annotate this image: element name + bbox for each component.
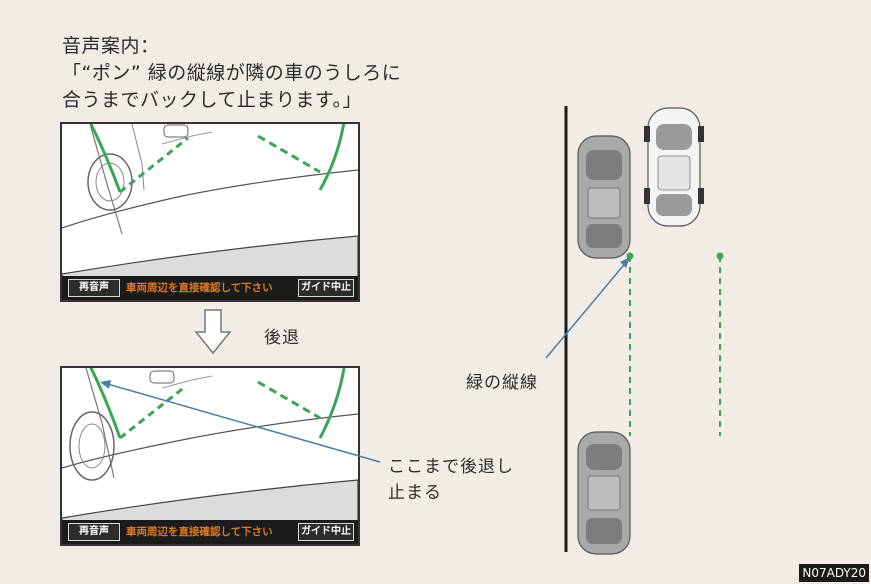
- replay-voice-button[interactable]: 再音声: [68, 279, 120, 297]
- parked-car-front-icon: [577, 135, 631, 259]
- camera-screen-before: 再音声 車両周辺を直接確認して下さい ガイド中止: [60, 122, 360, 302]
- camera-screen-after: 再音声 車両周辺を直接確認して下さい ガイド中止: [60, 366, 360, 546]
- green-line-label: 緑の縦線: [466, 373, 538, 393]
- down-arrow-icon: [194, 309, 232, 355]
- pointer-arrowhead-icon: [620, 257, 630, 268]
- pointer-stop-here: [103, 382, 381, 463]
- camera-warning-message: 車両周辺を直接確認して下さい: [126, 282, 273, 294]
- guidance-line-3: 合うまでバックして止まります。」: [62, 89, 363, 111]
- parked-car-rear-icon: [577, 431, 631, 555]
- camera-status-bar: 再音声 車両周辺を直接確認して下さい ガイド中止: [62, 520, 358, 544]
- reverse-label: 後退: [264, 328, 300, 348]
- stop-guide-button[interactable]: ガイド中止: [298, 523, 354, 541]
- own-car-icon: [644, 107, 704, 227]
- guidance-line-2: 「“ポン” 緑の縦線が隣の車のうしろに: [62, 62, 402, 84]
- camera-status-bar: 再音声 車両周辺を直接確認して下さい ガイド中止: [62, 276, 358, 300]
- pointer-arrowhead-icon: [100, 380, 111, 389]
- pointer-green-line: [545, 259, 629, 359]
- replay-voice-button[interactable]: 再音声: [68, 523, 120, 541]
- green-guide-dot-left: [626, 252, 634, 260]
- voice-guidance-text: 音声案内： 「“ポン” 緑の縦線が隣の車のうしろに 合うまでバックして止まります…: [62, 33, 401, 114]
- figure-code: N07ADY20: [799, 564, 869, 582]
- stop-here-label-line2: 止まる: [388, 483, 442, 503]
- guidance-line-1: 音声案内：: [62, 35, 160, 57]
- camera-warning-message: 車両周辺を直接確認して下さい: [126, 526, 273, 538]
- stop-guide-button[interactable]: ガイド中止: [298, 279, 354, 297]
- green-guide-dot-right: [716, 252, 724, 260]
- stop-here-label-line1: ここまで後退し: [388, 457, 514, 477]
